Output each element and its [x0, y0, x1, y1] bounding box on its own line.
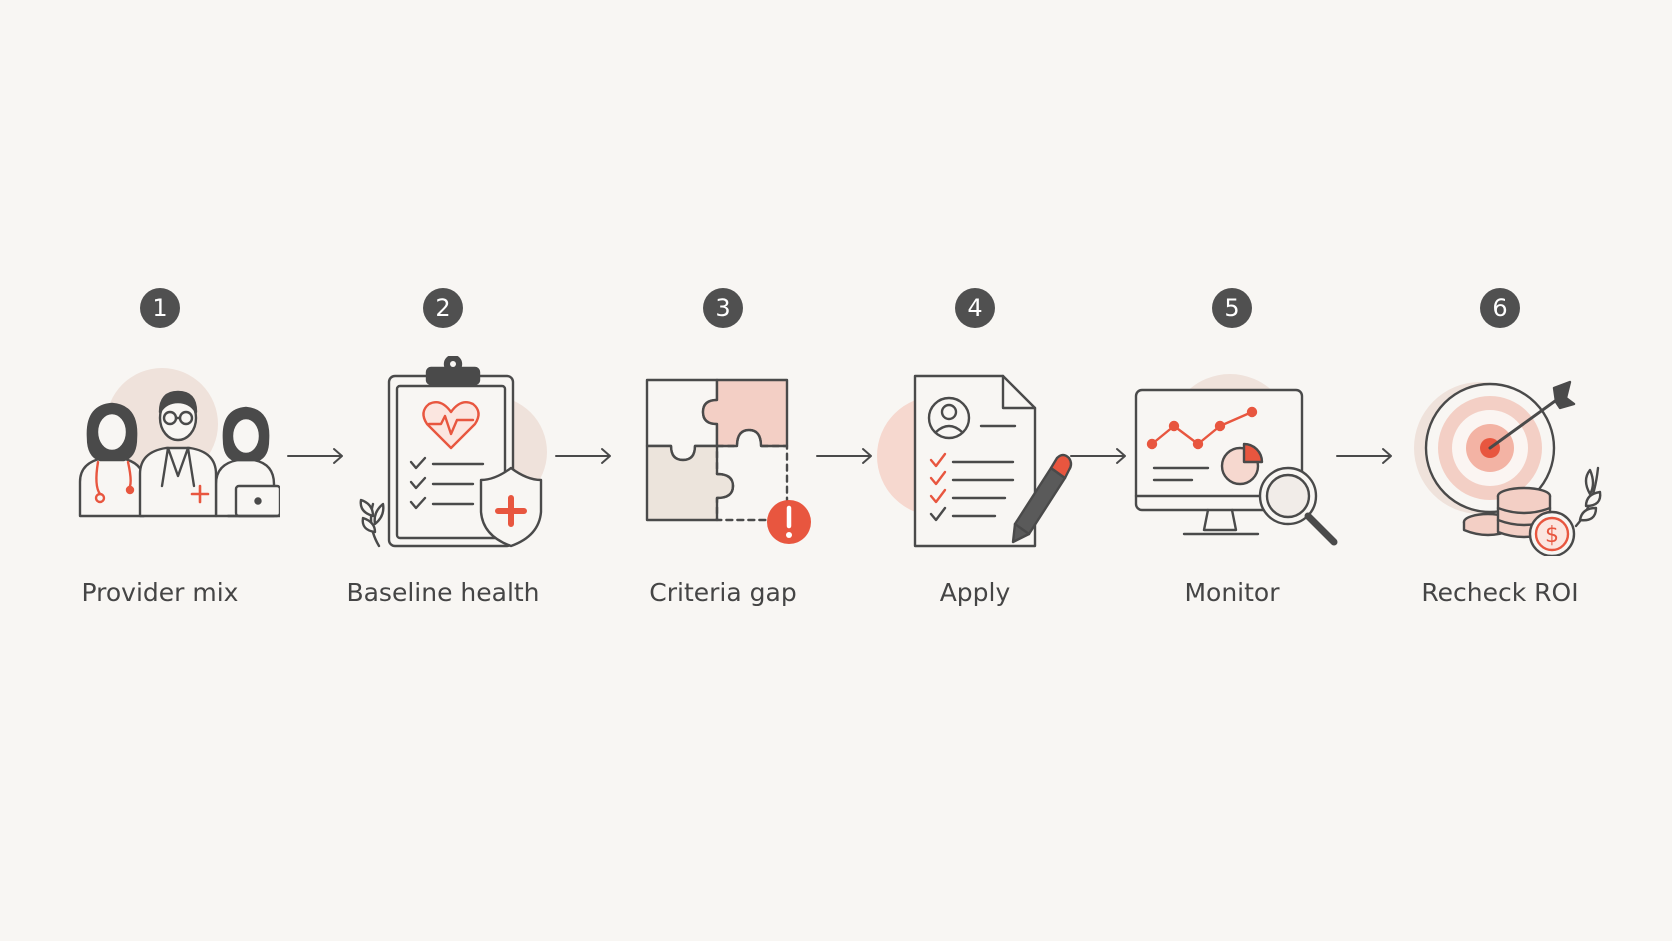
- step-number-badge: 2: [423, 288, 463, 328]
- step-number-badge: 6: [1480, 288, 1520, 328]
- step-label: Recheck ROI: [1421, 578, 1579, 607]
- clipboard-health-icon: [359, 356, 547, 548]
- step-3: 3 Criteria gap: [593, 288, 853, 607]
- target-roi-icon: $: [1414, 380, 1602, 556]
- arrow-right-icon: [287, 448, 343, 464]
- arrow-right-icon: [1336, 448, 1392, 464]
- arrow-right-icon: [816, 448, 872, 464]
- step-label: Baseline health: [346, 578, 540, 607]
- arrow-right-icon: [555, 448, 611, 464]
- step-label: Monitor: [1184, 578, 1280, 607]
- step-label: Criteria gap: [649, 578, 797, 607]
- step-label: Provider mix: [81, 578, 239, 607]
- step-number-badge: 4: [955, 288, 995, 328]
- step-6: 6: [1370, 288, 1630, 607]
- application-form-icon: [877, 374, 1073, 548]
- step-2: 2: [313, 288, 573, 607]
- step-5: 5 Monitor: [1102, 288, 1362, 607]
- arrow-right-icon: [1070, 448, 1126, 464]
- monitor-chart-icon: [1134, 374, 1338, 546]
- dollar-icon: $: [1545, 523, 1559, 548]
- providers-icon: [78, 368, 280, 518]
- step-1: 1: [30, 288, 290, 607]
- step-label: Apply: [939, 578, 1011, 607]
- step-number-badge: 1: [140, 288, 180, 328]
- puzzle-gap-icon: [645, 378, 811, 544]
- step-number-badge: 5: [1212, 288, 1252, 328]
- step-number-badge: 3: [703, 288, 743, 328]
- step-4: 4 A: [845, 288, 1105, 607]
